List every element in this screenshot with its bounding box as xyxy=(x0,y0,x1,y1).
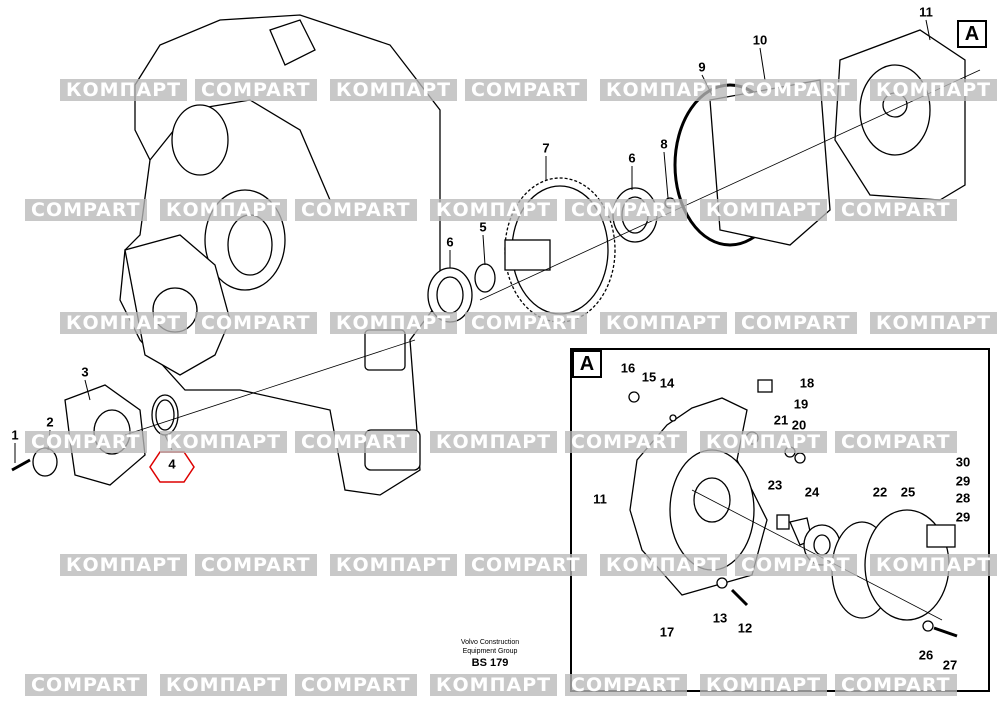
inset-callout-number: 28 xyxy=(955,490,971,506)
inset-callout-number: 23 xyxy=(767,477,783,493)
inset-callout-number: 11 xyxy=(593,491,607,507)
inset-callout-number: 30 xyxy=(955,454,971,470)
callout-number: 10 xyxy=(752,32,768,48)
callout-number: 3 xyxy=(81,364,89,380)
callout-number: 2 xyxy=(46,414,54,430)
credit-line-1: Volvo Construction xyxy=(460,639,520,646)
inset-callout-number: 21 xyxy=(773,412,789,428)
inset-callout-number: 22 xyxy=(872,484,888,500)
inset-callout-number: 16 xyxy=(620,360,636,376)
inset-callout-number: 12 xyxy=(737,620,753,636)
inset-callout-number: 15 xyxy=(641,369,657,385)
callout-number: 1 xyxy=(11,427,19,443)
inset-callout-number: 29 xyxy=(955,509,971,525)
callout-number: 6 xyxy=(446,234,454,250)
callout-number: 11 xyxy=(919,4,933,20)
detail-reference-a: A xyxy=(572,350,602,378)
inset-callout-number: 13 xyxy=(712,610,728,626)
inset-callout-number: 24 xyxy=(804,484,820,500)
inset-detail-a xyxy=(570,348,990,692)
callout-number: 4 xyxy=(168,456,176,472)
diagram-code: BS 179 xyxy=(471,657,509,669)
callout-number: 6 xyxy=(628,150,636,166)
credit-line-2: Equipment Group xyxy=(462,648,518,655)
inset-callout-number: 20 xyxy=(791,417,807,433)
inset-callout-number: 25 xyxy=(900,484,916,500)
inset-callout-number: 29 xyxy=(955,473,971,489)
inset-callout-number: 26 xyxy=(918,647,934,663)
callout-number: 5 xyxy=(479,219,487,235)
inset-callout-number: 27 xyxy=(942,657,958,673)
manufacturer-credit: Volvo Construction Equipment Group xyxy=(440,638,540,656)
inset-callout-number: 18 xyxy=(799,375,815,391)
detail-reference-a: A xyxy=(957,20,987,48)
callout-number: 7 xyxy=(542,140,550,156)
inset-callout-number: 19 xyxy=(793,396,809,412)
inset-callout-number: 17 xyxy=(659,624,675,640)
callout-number: 9 xyxy=(698,59,706,75)
inset-callout-number: 14 xyxy=(659,375,675,391)
callout-number: 8 xyxy=(660,136,668,152)
detail-drawing xyxy=(628,379,958,638)
